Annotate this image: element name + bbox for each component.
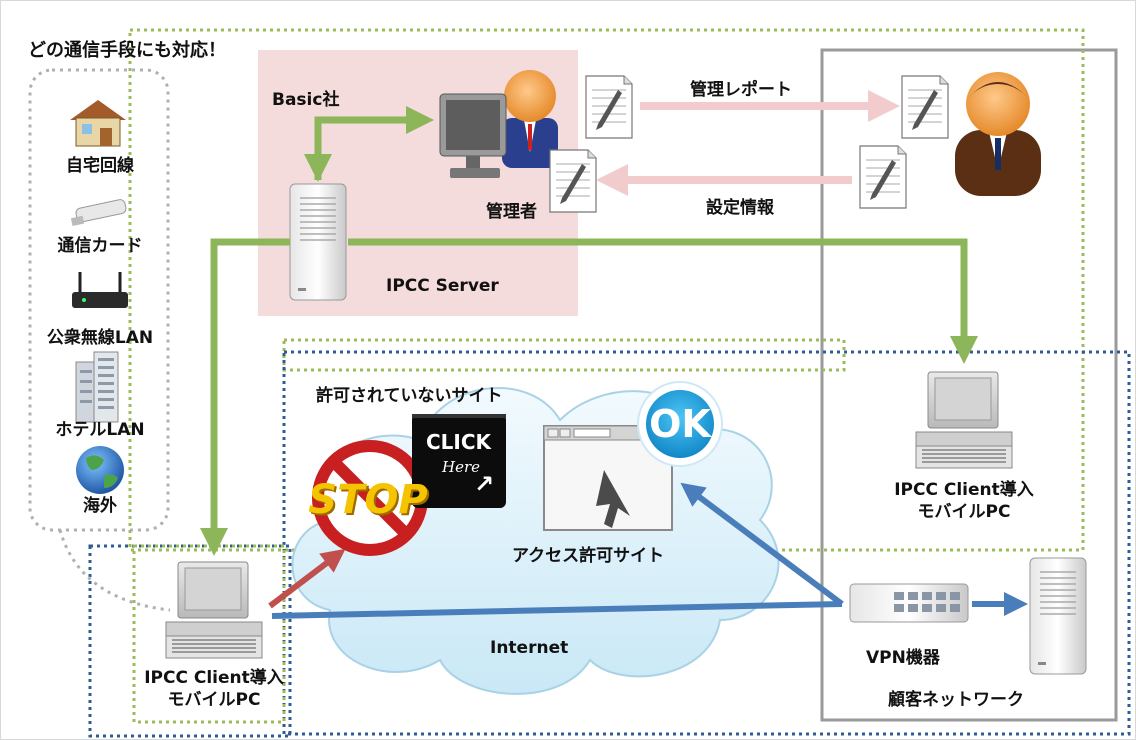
channel-label-hotel: ホテルLAN <box>55 420 145 440</box>
channel-label-home: 自宅回線 <box>66 156 134 176</box>
house-icon <box>70 100 126 147</box>
here-text: Here <box>442 458 481 476</box>
wifi-router-icon <box>72 272 128 308</box>
company-label: Basic社 <box>272 90 340 110</box>
channel-connector <box>58 529 171 612</box>
server-label: IPCC Server <box>386 276 499 296</box>
settings-document-source-icon <box>859 145 907 209</box>
right-client-label-line1: IPCC Client導入 <box>894 480 1034 500</box>
left-client-label-line2: モバイルPC <box>167 690 261 710</box>
channel-label-datacard: 通信カード <box>57 236 143 256</box>
ok-text: OK <box>649 402 711 446</box>
left-client-label-line1: IPCC Client導入 <box>144 668 284 688</box>
stop-text: STOP <box>308 477 428 523</box>
internet-label: Internet <box>490 638 569 658</box>
any-channel-heading: どの通信手段にも対応！ <box>28 40 226 61</box>
server-to-left-client-arrow <box>200 238 290 556</box>
vpn-device-icon <box>849 583 969 623</box>
customer-network-frame <box>820 48 1118 722</box>
client-region-green <box>132 544 286 724</box>
click-text: CLICK <box>426 430 492 454</box>
report-label: 管理レポート <box>690 80 792 100</box>
customer-network-label: 顧客ネットワーク <box>888 690 1024 710</box>
left-client-pc-icon <box>165 561 263 659</box>
admin-at-computer-icon <box>439 70 558 178</box>
admin-label: 管理者 <box>486 202 537 222</box>
click-here-badge <box>412 414 506 508</box>
managed-region-green <box>128 28 1085 552</box>
click-arrow-icon: ↗ <box>474 470 495 498</box>
right-client-pc-icon <box>915 371 1013 469</box>
report-document-received-icon <box>901 75 949 139</box>
report-document-icon <box>585 75 633 139</box>
vpn-to-allowed-site-arrow <box>680 482 844 607</box>
channel-list-frame <box>28 68 170 532</box>
ipcc-server-icon <box>289 183 347 301</box>
globe-icon <box>76 446 124 494</box>
manager-person-icon <box>955 72 1041 196</box>
blocked-site-label: 許可されていないサイト <box>316 386 503 406</box>
client-to-vpn-line <box>271 601 843 619</box>
channel-label-public-wifi: 公衆無線LAN <box>46 328 154 348</box>
channel-label-overseas: 海外 <box>83 496 117 516</box>
settings-document-icon <box>549 149 597 213</box>
customer-server-icon <box>1029 557 1087 675</box>
right-client-label-line2: モバイルPC <box>917 502 1011 522</box>
usb-modem-icon <box>70 199 127 227</box>
vpn-label: VPN機器 <box>866 648 940 668</box>
internet-region-blue <box>282 350 1131 736</box>
blocked-access-arrow <box>268 548 346 609</box>
server-to-right-client-arrow <box>348 238 978 364</box>
settings-label: 設定情報 <box>706 198 774 218</box>
hotel-building-icon <box>75 351 119 423</box>
allowed-site-label: アクセス許可サイト <box>512 546 665 566</box>
ok-badge-icon <box>637 381 723 467</box>
internet-region-green <box>282 338 846 372</box>
